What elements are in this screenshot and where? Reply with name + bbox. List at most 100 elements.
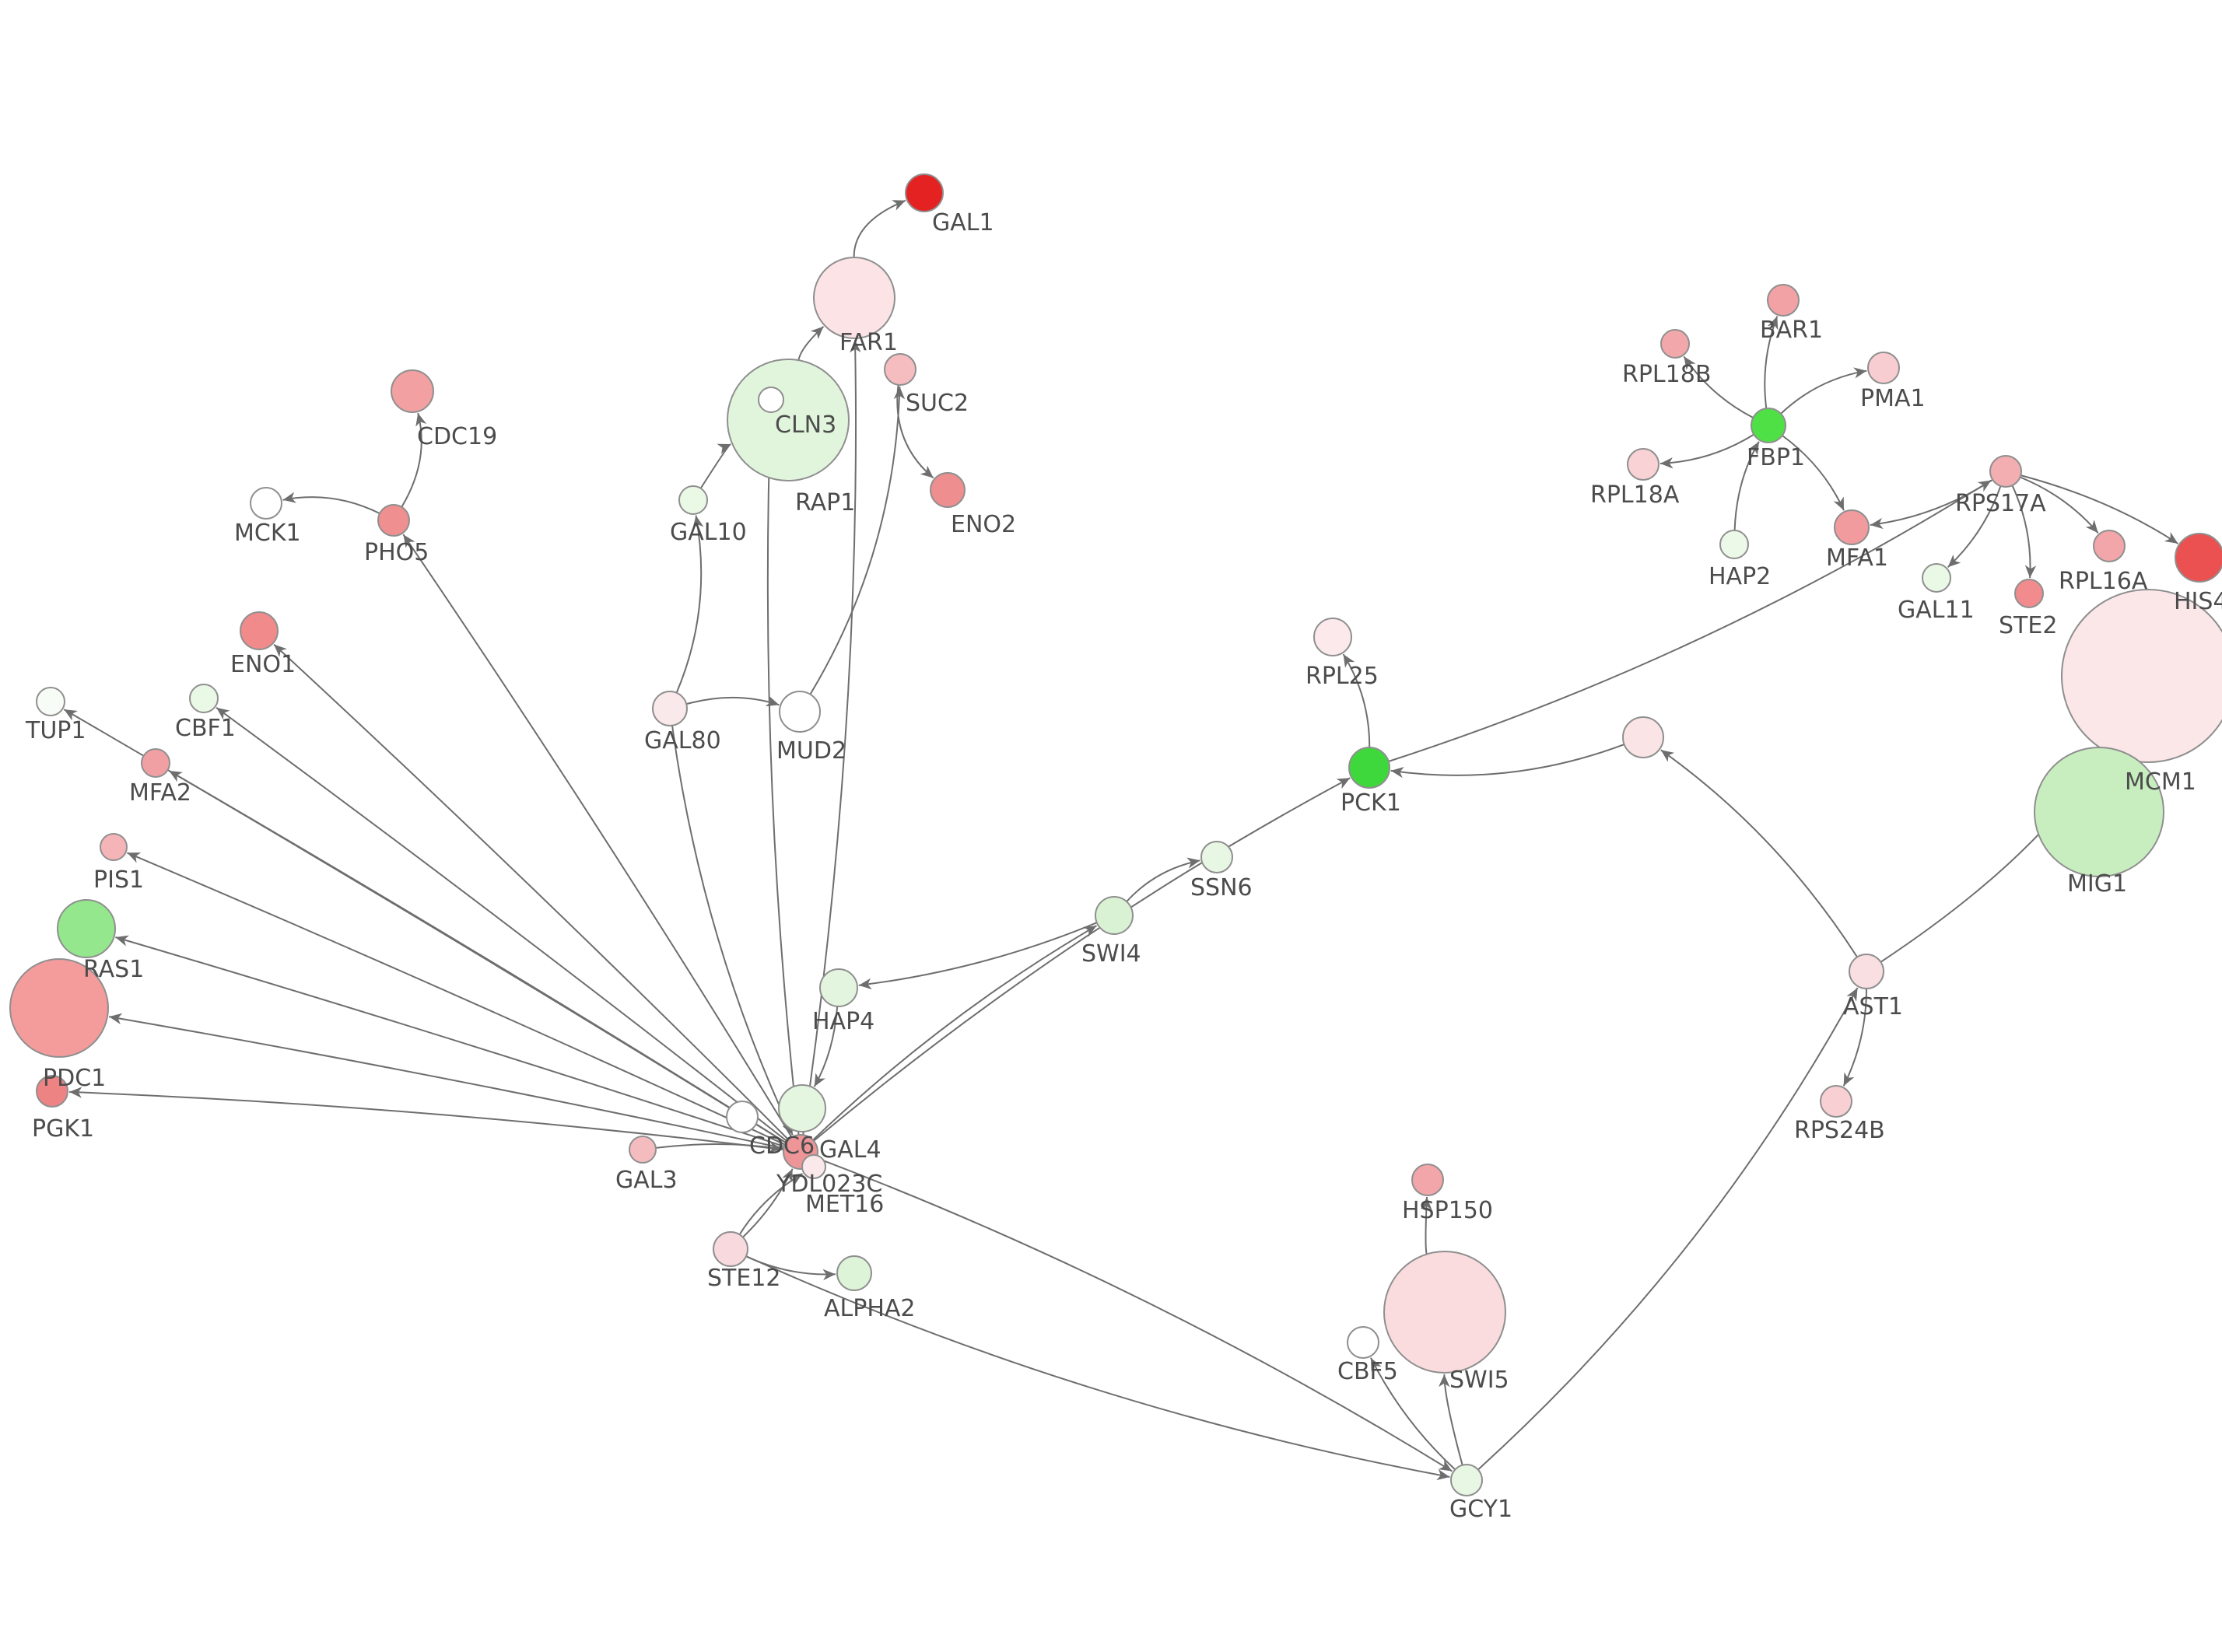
- node-swi4[interactable]: [1095, 896, 1134, 935]
- edge-ste12-met16[interactable]: [738, 1172, 804, 1235]
- node-hsp150[interactable]: [1411, 1164, 1444, 1196]
- node-met16[interactable]: [801, 1154, 826, 1179]
- node-unnamed[interactable]: [1622, 716, 1664, 758]
- edge-rps17a-his4[interactable]: [2020, 474, 2178, 544]
- edge-gal4-pho5[interactable]: [402, 534, 793, 1138]
- node-pgk1[interactable]: [36, 1075, 68, 1108]
- node-ste2[interactable]: [2014, 579, 2044, 608]
- node-rpl18a[interactable]: [1627, 448, 1659, 481]
- edge-gal80-gal10[interactable]: [675, 515, 704, 694]
- edge-mud2-suc2[interactable]: [809, 386, 906, 695]
- edge-gal3-gal4[interactable]: [655, 1141, 783, 1153]
- node-cln3[interactable]: [727, 359, 850, 481]
- node-rpl16a[interactable]: [2093, 530, 2126, 562]
- edge-gcy1-cbf5[interactable]: [1370, 1357, 1456, 1471]
- edge-gal4-cbf1[interactable]: [216, 706, 788, 1143]
- node-mfa2[interactable]: [141, 748, 170, 778]
- node-rap1[interactable]: [758, 387, 784, 413]
- edge-pck1-rps17a[interactable]: [1388, 479, 1992, 762]
- node-rps24b[interactable]: [1820, 1085, 1852, 1118]
- node-ste12[interactable]: [713, 1231, 748, 1267]
- edge-pck1-rpl25[interactable]: [1342, 653, 1371, 748]
- node-gal1[interactable]: [905, 173, 944, 212]
- node-cdc19[interactable]: [391, 369, 434, 413]
- edge-gal4-rap1[interactable]: [764, 413, 800, 1136]
- edge-ste12-gcy1[interactable]: [745, 1255, 1450, 1481]
- node-his4[interactable]: [2175, 533, 2222, 583]
- edge-gcy1-ast1[interactable]: [1477, 987, 1859, 1471]
- edge-gal4-eno1[interactable]: [273, 643, 790, 1141]
- edge-unnamed-pck1[interactable]: [1390, 744, 1625, 779]
- edge-gal4-pis1[interactable]: [127, 852, 786, 1146]
- node-suc2[interactable]: [884, 353, 916, 386]
- node-mig1[interactable]: [2034, 747, 2164, 877]
- edge-ast1-unnamed[interactable]: [1660, 749, 1858, 958]
- node-ras1[interactable]: [57, 899, 116, 958]
- edge-pho5-mck1[interactable]: [282, 492, 380, 514]
- edge-gal4-pgk1[interactable]: [68, 1087, 784, 1151]
- edge-gal4-mfa2[interactable]: [168, 770, 787, 1144]
- node-alpha2[interactable]: [836, 1255, 872, 1291]
- edge-gal4-pdc1[interactable]: [108, 1013, 784, 1150]
- node-mud2[interactable]: [779, 691, 821, 733]
- edge-ste12-gal4[interactable]: [742, 1168, 794, 1238]
- node-ssn6[interactable]: [1200, 841, 1233, 873]
- node-bar1[interactable]: [1767, 284, 1800, 317]
- edge-gal80-mud2[interactable]: [685, 695, 780, 707]
- edge-swi5-hsp150[interactable]: [1421, 1196, 1432, 1255]
- node-cdc6[interactable]: [726, 1101, 759, 1133]
- edge-gal4-swi4[interactable]: [812, 925, 1098, 1141]
- edge-gal4-ras1[interactable]: [115, 935, 785, 1148]
- edge-rps17a-gal11[interactable]: [1947, 485, 2002, 569]
- node-ydl023c[interactable]: [778, 1084, 826, 1132]
- node-gcy1[interactable]: [1450, 1464, 1483, 1496]
- edge-far1-gal1[interactable]: [853, 199, 906, 258]
- node-ast1[interactable]: [1849, 954, 1884, 989]
- edge-rps17a-ste2[interactable]: [2011, 485, 2037, 579]
- edge-swi4-ssn6[interactable]: [1126, 857, 1200, 902]
- node-rps17a[interactable]: [1989, 455, 2022, 488]
- node-mcm1[interactable]: [2061, 589, 2222, 763]
- edge-hap4-ydl023c[interactable]: [813, 1006, 839, 1087]
- node-eno2[interactable]: [930, 472, 966, 508]
- node-cbf1[interactable]: [189, 684, 219, 713]
- edge-gal4-far1[interactable]: [802, 339, 861, 1136]
- node-pma1[interactable]: [1867, 352, 1900, 384]
- edge-rps17a-rpl16a[interactable]: [2020, 476, 2099, 534]
- edge-fbp1-mfa1[interactable]: [1782, 435, 1845, 511]
- edge-pho5-cdc19[interactable]: [401, 412, 427, 508]
- edge-gal4-gcy1[interactable]: [816, 1157, 1453, 1472]
- node-tup1[interactable]: [36, 687, 65, 716]
- edge-hap2-fbp1[interactable]: [1733, 441, 1760, 531]
- node-gal3[interactable]: [629, 1136, 657, 1164]
- node-gal11[interactable]: [1922, 563, 1951, 593]
- edge-gal4-tup1[interactable]: [63, 709, 787, 1144]
- node-pho5[interactable]: [377, 504, 410, 537]
- edge-gcy1-swi5[interactable]: [1439, 1374, 1463, 1465]
- edge-ast1-rps24b[interactable]: [1842, 988, 1867, 1087]
- node-far1[interactable]: [813, 257, 895, 339]
- edge-swi4-hap4[interactable]: [858, 922, 1098, 990]
- node-cbf5[interactable]: [1347, 1326, 1379, 1359]
- node-pis1[interactable]: [100, 833, 128, 861]
- edge-gal4-pck1[interactable]: [813, 777, 1351, 1142]
- node-pdc1[interactable]: [9, 958, 109, 1058]
- node-swi5[interactable]: [1383, 1251, 1506, 1374]
- edge-fbp1-rpl18a[interactable]: [1659, 433, 1754, 469]
- node-pck1[interactable]: [1348, 747, 1390, 789]
- edge-gal80-gal4[interactable]: [671, 725, 794, 1136]
- node-mck1[interactable]: [250, 487, 282, 520]
- edge-fbp1-rpl18b[interactable]: [1683, 355, 1754, 418]
- node-eno1[interactable]: [240, 611, 279, 650]
- node-rpl25[interactable]: [1313, 618, 1352, 656]
- node-mfa1[interactable]: [1834, 509, 1870, 545]
- node-rpl18b[interactable]: [1660, 329, 1690, 359]
- edge-fbp1-bar1[interactable]: [1764, 316, 1779, 409]
- node-gal10[interactable]: [678, 485, 708, 515]
- node-hap2[interactable]: [1719, 530, 1749, 559]
- node-gal80[interactable]: [652, 691, 688, 726]
- node-hap4[interactable]: [819, 968, 858, 1007]
- edge-gal10-cln3[interactable]: [699, 443, 731, 489]
- edge-cln3-far1[interactable]: [797, 326, 825, 361]
